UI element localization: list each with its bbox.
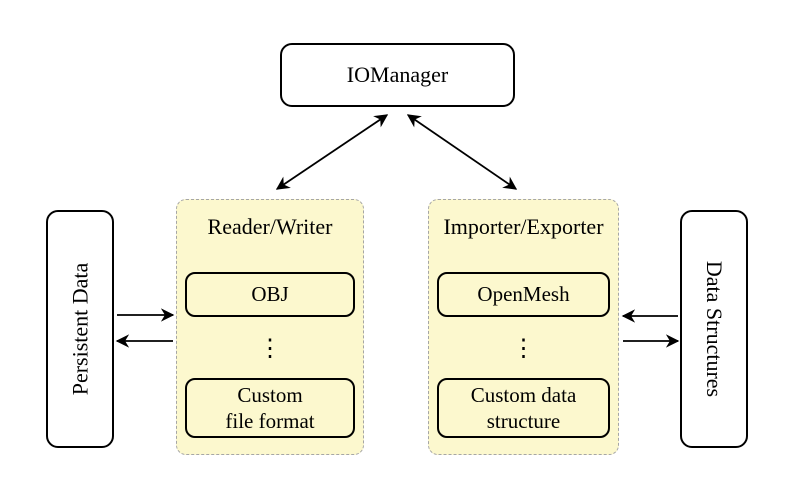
- edge-iomanager-importerexporter: [406, 114, 518, 190]
- persistent-data-node: Persistent Data: [46, 210, 114, 448]
- data-structures-node: Data Structures: [680, 210, 748, 448]
- edge-iomanager-readerwriter: [275, 114, 389, 190]
- iomanager-label: IOManager: [346, 62, 449, 87]
- persistent-data-label: Persistent Data: [67, 262, 92, 396]
- openmesh-node: OpenMesh: [437, 272, 610, 317]
- importer-exporter-group: Importer/Exporter OpenMesh ⋮ Custom data…: [428, 199, 619, 455]
- custom-data-structure-node: Custom data structure: [437, 378, 610, 438]
- vertical-ellipsis: ⋮: [511, 335, 536, 362]
- data-structures-label: Data Structures: [702, 260, 728, 398]
- importer-exporter-title: Importer/Exporter: [443, 214, 604, 239]
- reader-writer-group: Reader/Writer OBJ ⋮ Custom file format: [176, 199, 364, 455]
- obj-node: OBJ: [185, 272, 355, 317]
- vertical-ellipsis: ⋮: [258, 335, 282, 362]
- iomanager-node: IOManager: [280, 43, 515, 107]
- custom-file-format-node: Custom file format: [185, 378, 355, 438]
- reader-writer-title: Reader/Writer: [207, 214, 333, 239]
